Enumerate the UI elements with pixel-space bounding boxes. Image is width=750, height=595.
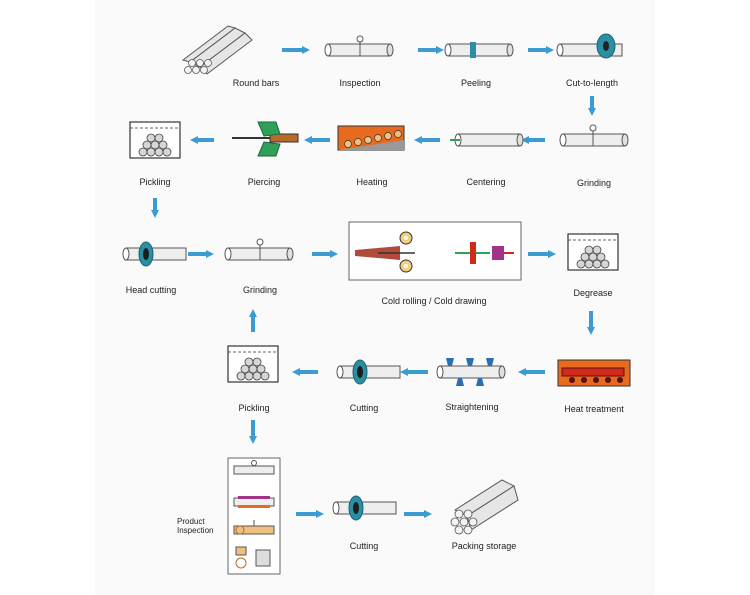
piercing-mill-icon [232, 121, 299, 157]
step-label-grinding: Grinding [242, 285, 278, 295]
centering-pipe-icon [450, 133, 524, 147]
pickling-tank-icon [129, 121, 181, 159]
product-inspection-line-2: Inspection [177, 526, 214, 535]
cold-rolling-drawing-box [348, 221, 522, 281]
step-label-pickling: Pickling [139, 177, 171, 187]
cut-to-length-icon [556, 33, 623, 59]
step-label-inspection: Inspection [339, 78, 381, 88]
step-label-cutting: Cutting [349, 403, 379, 413]
step-label-packing-storage: Packing storage [451, 541, 517, 551]
step-label-grinding: Grinding [576, 178, 612, 188]
head-cutting-icon [122, 241, 187, 267]
step-label-round-bars: Round bars [232, 78, 280, 88]
step-label-product-inspection: Product Inspection [177, 517, 213, 535]
step-label-head-cutting: Head cutting [125, 285, 177, 295]
grinding-pipe-icon [224, 238, 294, 261]
grinding-pipe-icon [559, 124, 629, 147]
step-label-heat-treatment: Heat treatment [564, 404, 624, 414]
product-inspection-panel [227, 457, 281, 575]
inspection-pipe-icon [324, 35, 394, 57]
pickling-tank-icon [227, 345, 279, 383]
step-label-degrease: Degrease [573, 288, 613, 298]
step-label-straightening: Straightening [445, 402, 499, 412]
step-label-peeling: Peeling [460, 78, 492, 88]
diagram-background [95, 0, 655, 595]
step-label-cut-to-length: Cut-to-length [565, 78, 619, 88]
step-label-cutting: Cutting [349, 541, 379, 551]
heating-furnace-icon [337, 125, 405, 151]
round-bars-icon [181, 25, 253, 75]
degrease-tank-icon [567, 233, 619, 271]
step-label-centering: Centering [466, 177, 506, 187]
step-label-piercing: Piercing [247, 177, 281, 187]
peeling-pipe-icon [444, 42, 514, 58]
straightening-icon [436, 358, 506, 386]
heat-treatment-furnace-icon [557, 359, 631, 387]
cutting-icon [336, 359, 401, 385]
product-inspection-line-1: Product [177, 517, 205, 526]
step-label-heating: Heating [356, 177, 388, 187]
step-label-pickling: Pickling [238, 403, 270, 413]
packing-storage-bundle-icon [450, 479, 519, 535]
step-label-cold-rolling: Cold rolling / Cold drawing [381, 296, 487, 306]
cutting-icon [332, 495, 397, 521]
